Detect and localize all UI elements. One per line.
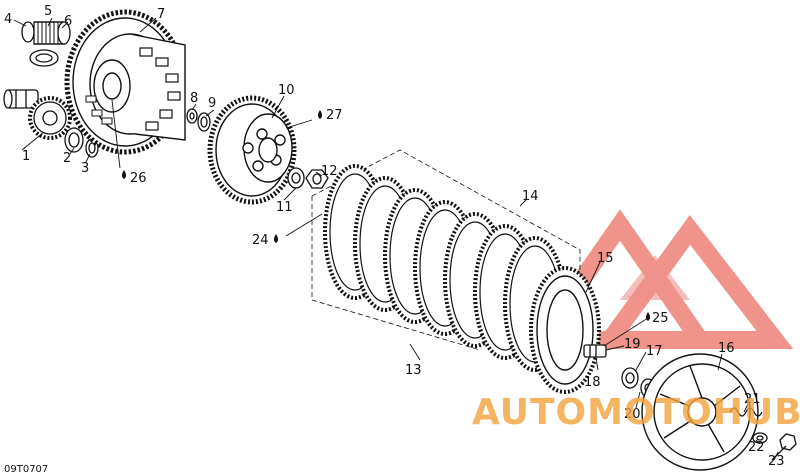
part-callouts: 1 2 3 4 5 6 7 8 9 10 11 12 13 14 15 16 1… bbox=[4, 4, 785, 469]
hub-nut bbox=[287, 167, 329, 189]
callout-15: 15 bbox=[597, 251, 614, 266]
callout-6: 6 bbox=[64, 14, 72, 29]
oil-drop-icon bbox=[274, 234, 278, 243]
callout-1: 1 bbox=[22, 149, 30, 164]
callout-5: 5 bbox=[44, 4, 52, 19]
callout-10: 10 bbox=[278, 83, 295, 98]
inner-clutch-hub bbox=[207, 95, 297, 205]
callout-25: 25 bbox=[652, 311, 669, 326]
callout-2: 2 bbox=[63, 151, 71, 166]
pressure-plate bbox=[529, 266, 601, 394]
lubrication-callouts: 24 25 26 27 bbox=[130, 108, 669, 326]
oil-drop-icon bbox=[646, 312, 650, 321]
callout-22: 22 bbox=[748, 440, 765, 455]
callout-8: 8 bbox=[190, 91, 198, 106]
thrust-washers bbox=[64, 127, 99, 158]
callout-23: 23 bbox=[768, 454, 785, 469]
callout-17: 17 bbox=[646, 344, 663, 359]
oil-drop-icons bbox=[122, 110, 650, 321]
drive-gear-shaft bbox=[3, 89, 72, 140]
callout-26: 26 bbox=[130, 171, 147, 186]
clutch-cover bbox=[641, 353, 759, 471]
callout-7: 7 bbox=[157, 7, 165, 22]
cover-bolt-set bbox=[729, 407, 797, 461]
callout-21: 21 bbox=[744, 392, 761, 407]
leader-lines bbox=[13, 17, 779, 461]
callout-14: 14 bbox=[522, 189, 539, 204]
callout-19: 19 bbox=[624, 337, 641, 352]
callout-13: 13 bbox=[405, 363, 422, 378]
callout-11: 11 bbox=[276, 200, 293, 215]
callout-18: 18 bbox=[584, 375, 601, 390]
needle-bearing-assembly bbox=[21, 21, 71, 67]
figure-code: 09T0707 bbox=[4, 464, 48, 475]
callout-9: 9 bbox=[208, 96, 216, 111]
hub-washers bbox=[186, 108, 211, 132]
callout-20: 20 bbox=[624, 407, 641, 422]
callout-16: 16 bbox=[718, 341, 735, 356]
callout-24: 24 bbox=[252, 233, 269, 248]
callout-4: 4 bbox=[4, 12, 12, 27]
callout-27: 27 bbox=[326, 108, 343, 123]
watermark-text: AUTOMOTOHUB bbox=[472, 392, 800, 433]
callout-3: 3 bbox=[81, 161, 89, 176]
oil-drop-icon bbox=[122, 170, 126, 179]
oil-drop-icon bbox=[318, 110, 322, 119]
clutch-housing bbox=[64, 9, 186, 155]
callout-12: 12 bbox=[321, 164, 338, 179]
